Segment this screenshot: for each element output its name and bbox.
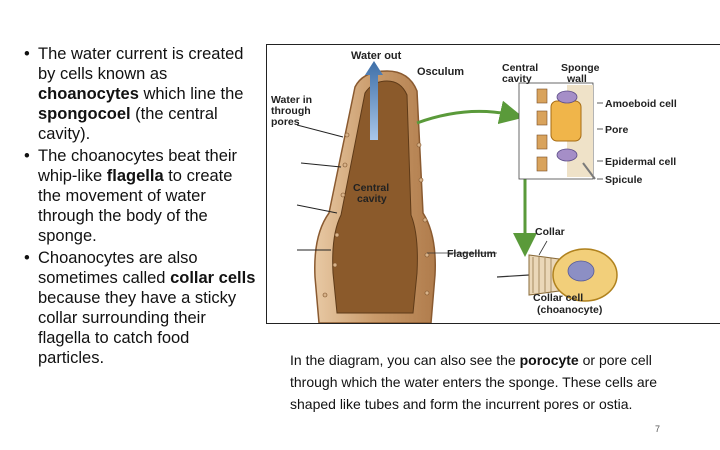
central-cavity-shape xyxy=(332,80,418,314)
label-epidermal-cell: Epidermal cell xyxy=(605,156,676,168)
collar-cell-icon xyxy=(496,248,618,302)
page-number: 7 xyxy=(655,424,661,434)
leader-lines xyxy=(427,102,603,256)
bullet-item: • The water current is created by cells k… xyxy=(22,44,258,144)
label-flagellum: Flagellum xyxy=(447,248,496,260)
label-amoeboid-cell: Amoeboid cell xyxy=(605,98,677,110)
bullet-text: The choanocytes beat their whip-like xyxy=(38,147,238,185)
label-collar: Collar xyxy=(535,226,565,238)
caption-text: In the diagram, you can also see the xyxy=(290,352,520,368)
label-collar-cell: Collar cell xyxy=(533,292,583,304)
bullet-dot: • xyxy=(24,249,30,267)
term-spongocoel: spongocoel xyxy=(38,105,131,123)
bullet-dot: • xyxy=(24,147,30,165)
bullet-text: (the central cavity). xyxy=(38,105,218,143)
bullet-item: • The choanocytes beat their whip-like fl… xyxy=(22,146,258,246)
water-out-arrow-icon xyxy=(365,61,383,140)
label-osculum: Osculum xyxy=(417,66,464,78)
bullet-dot: • xyxy=(24,45,30,63)
label-water-out: Water out xyxy=(351,50,402,62)
label-spicule: Spicule xyxy=(605,174,643,186)
bullet-text: Choanocytes are also sometimes called xyxy=(38,249,198,287)
label-pore: Pore xyxy=(605,124,629,136)
green-arrow-icon xyxy=(416,100,524,125)
bullet-text: because they have a sticky collar surrou… xyxy=(38,289,237,367)
bullet-list: • The water current is created by cells k… xyxy=(22,44,258,370)
pore-dots xyxy=(322,132,430,298)
water-in-arrows xyxy=(296,124,344,251)
caption: In the diagram, you can also see the por… xyxy=(290,349,690,415)
label-choanocyte: (choanocyte) xyxy=(537,304,602,316)
term-collar-cells: collar cells xyxy=(170,269,256,287)
term-porocyte: porocyte xyxy=(519,352,579,368)
caption-text: or pore cell through which the water ent… xyxy=(290,352,658,412)
term-choanocytes: choanocytes xyxy=(38,85,139,103)
bullet-text: The water current is created by cells kn… xyxy=(38,45,244,83)
bullet-text: which line the xyxy=(138,85,244,103)
bullet-text: to create the movement of water through … xyxy=(38,167,233,245)
wall-detail xyxy=(518,82,596,180)
bullet-item: • Choanocytes are also sometimes called c… xyxy=(22,248,258,368)
term-flagella: flagella xyxy=(106,167,164,185)
